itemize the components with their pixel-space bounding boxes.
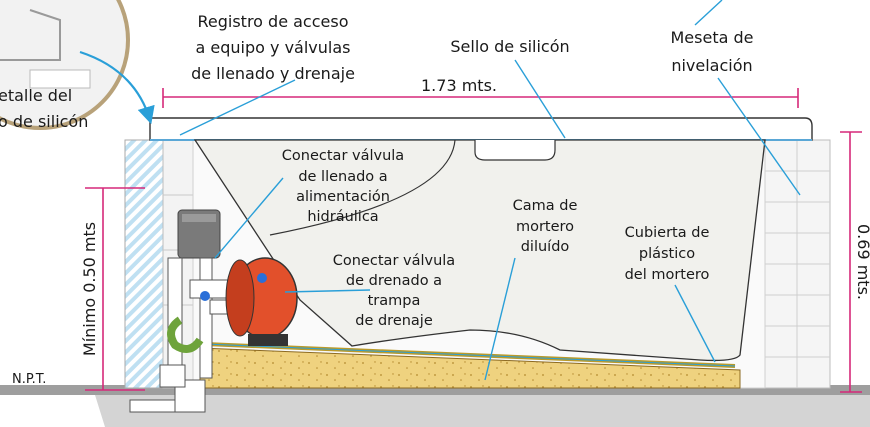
detalle-label-line2: o de silicón (0, 112, 88, 131)
cubierta-label-line2: plástico (639, 246, 695, 262)
width-dimension-label: 1.73 mts. (421, 76, 497, 95)
cama-label-line3: diluído (521, 239, 570, 255)
valvula-drenado-label-line2: de drenado a (346, 273, 442, 289)
valvula-drenado-label-line1: Conectar válvula (333, 253, 455, 269)
minimum-height-dimension (85, 187, 145, 391)
registro-label-line1: Registro de acceso (197, 12, 348, 31)
floor (0, 385, 870, 427)
valvula-llenado-label-line3: alimentación (296, 189, 390, 205)
bathtub (149, 117, 813, 362)
registro-label-line2: a equipo y válvulas (196, 38, 351, 57)
cama-label-line1: Cama de (513, 198, 578, 214)
valvula-llenado-label-line2: de llenado a (298, 169, 387, 185)
sello-label: Sello de silicón (450, 37, 569, 56)
registro-label-line3: de llenado y drenaje (191, 64, 355, 83)
cubierta-label-line3: del mortero (625, 267, 710, 283)
pump-equipment (129, 209, 298, 413)
height-dimension-label: 0.69 mts. (854, 224, 870, 300)
silicone-detail-callout (0, 0, 155, 130)
detalle-label-line1: etalle del (0, 86, 72, 105)
npt-label: N.P.T. (12, 372, 46, 387)
meseta-label-line2: nivelación (671, 56, 752, 75)
valvula-llenado-label-line1: Conectar válvula (282, 148, 404, 164)
cubierta-label-line1: Cubierta de (625, 225, 710, 241)
valvula-drenado-label-line4: de drenaje (355, 313, 433, 329)
block-wall-right (764, 139, 831, 389)
meseta-label-line1: Meseta de (671, 28, 754, 47)
leader-lines (179, 0, 801, 381)
valvula-drenado-label-line3: trampa (368, 293, 421, 309)
height-dimension (840, 131, 862, 393)
valvula-llenado-label-line4: hidráulica (307, 209, 378, 225)
minimo-dimension-label: Mínimo 0.50 mts (80, 222, 99, 356)
width-dimension (162, 88, 799, 108)
cama-label-line2: mortero (516, 219, 574, 235)
